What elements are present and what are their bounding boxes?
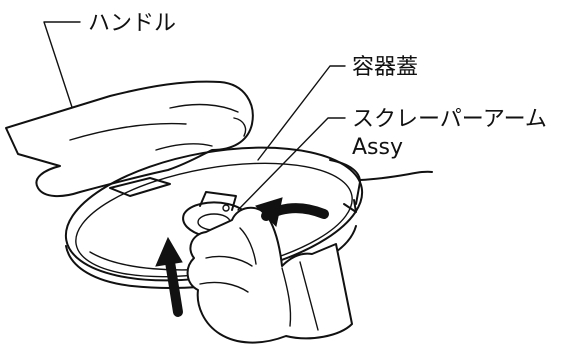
lid-label: 容器蓋 (352, 55, 418, 80)
scraper-arm-label-line1: スクレーパーアーム (352, 107, 547, 132)
upper-hand (5, 80, 254, 198)
lower-hand (186, 206, 353, 344)
lift-arrow-icon (155, 236, 183, 317)
scraper-arm-label-line2: Assy (352, 135, 403, 160)
lid-leader (257, 65, 346, 161)
rotate-arrow-icon (255, 197, 329, 228)
handle-label: ハンドル (88, 11, 176, 36)
arm-leader (237, 117, 346, 211)
